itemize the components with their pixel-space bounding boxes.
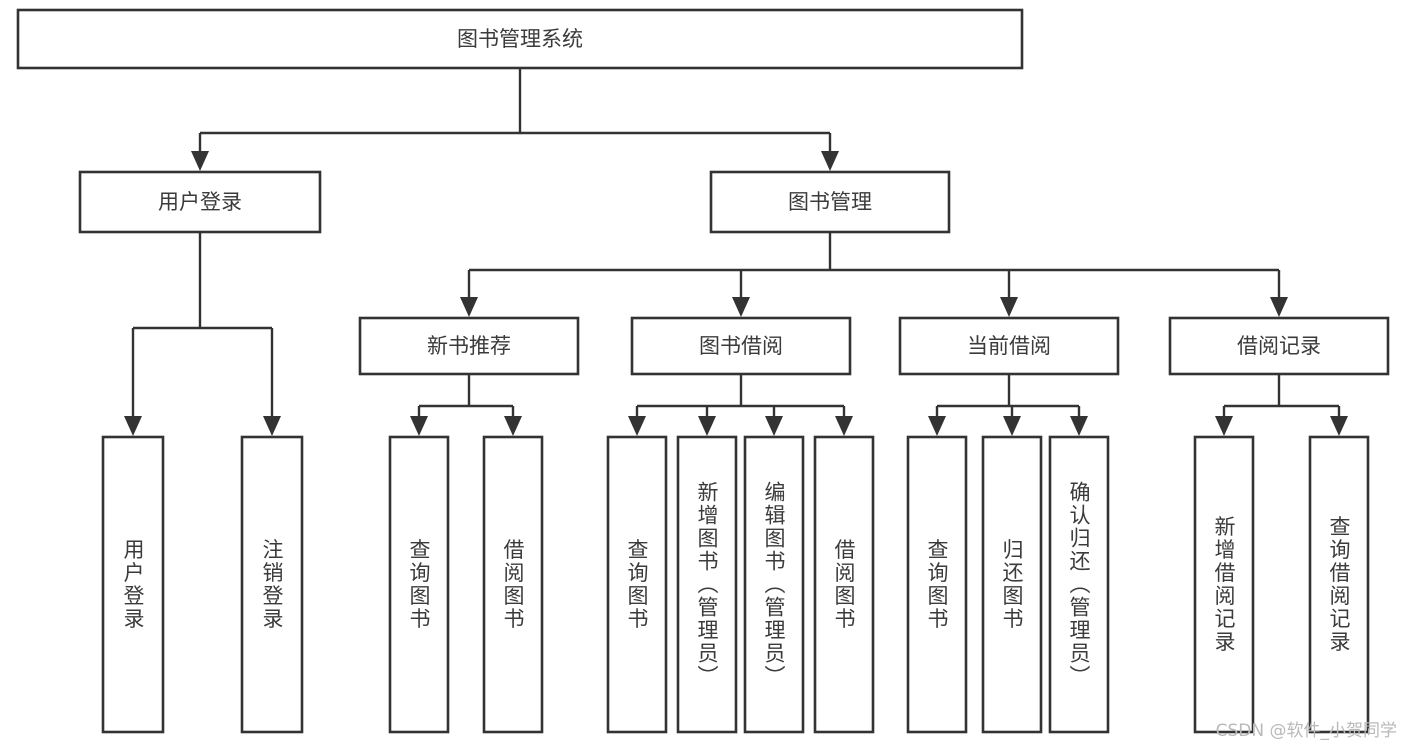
node-borrow-record[interactable]: 借阅记录 bbox=[1168, 316, 1390, 376]
node-label-book-manage: 图书管理 bbox=[788, 190, 872, 214]
node-box-leaf-query-record bbox=[1308, 435, 1370, 734]
node-book-manage[interactable]: 图书管理 bbox=[709, 170, 951, 234]
node-leaf-confirm-return[interactable]: 确认归还（管理员） bbox=[1048, 435, 1110, 734]
node-label-leaf-confirm-return: 确认归还（管理员） bbox=[1067, 481, 1091, 688]
node-box-leaf-return-book bbox=[981, 435, 1043, 734]
node-label-leaf-return-book: 归还图书 bbox=[1000, 539, 1024, 631]
node-label-leaf-query-book-3: 查询图书 bbox=[925, 539, 949, 631]
node-leaf-borrow-book-2[interactable]: 借阅图书 bbox=[813, 435, 875, 734]
node-label-leaf-query-book-1: 查询图书 bbox=[407, 539, 431, 631]
node-box-current-borrow bbox=[898, 316, 1120, 376]
edge-group bbox=[410, 374, 522, 436]
edge-group bbox=[628, 374, 853, 436]
node-label-leaf-edit-book: 编辑图书（管理员） bbox=[762, 481, 786, 688]
node-leaf-edit-book[interactable]: 编辑图书（管理员） bbox=[743, 435, 805, 734]
node-book-borrow[interactable]: 图书借阅 bbox=[630, 316, 852, 376]
node-box-leaf-borrow-book-1 bbox=[482, 435, 544, 734]
node-user-login[interactable]: 用户登录 bbox=[78, 170, 322, 234]
node-label-new-book-recommend: 新书推荐 bbox=[427, 334, 511, 358]
node-label-leaf-add-book: 新增图书（管理员） bbox=[695, 481, 719, 688]
connector-layer bbox=[124, 68, 1348, 436]
node-box-leaf-query-book-3 bbox=[906, 435, 968, 734]
node-box-leaf-borrow-book-2 bbox=[813, 435, 875, 734]
node-label-leaf-borrow-book-2: 借阅图书 bbox=[832, 539, 856, 631]
node-box-book-manage bbox=[709, 170, 951, 234]
node-box-leaf-query-book-2 bbox=[606, 435, 668, 734]
node-label-leaf-query-book-2: 查询图书 bbox=[625, 539, 649, 631]
node-box-leaf-user-login bbox=[101, 435, 165, 734]
node-label-leaf-query-record: 查询借阅记录 bbox=[1327, 516, 1351, 654]
node-box-root bbox=[16, 8, 1024, 70]
node-label-book-borrow: 图书借阅 bbox=[699, 334, 783, 358]
node-leaf-logout[interactable]: 注销登录 bbox=[240, 435, 304, 734]
node-leaf-return-book[interactable]: 归还图书 bbox=[981, 435, 1043, 734]
node-box-leaf-add-book bbox=[676, 435, 738, 734]
node-leaf-query-book-1[interactable]: 查询图书 bbox=[388, 435, 450, 734]
edge-group bbox=[460, 232, 1288, 317]
node-box-leaf-edit-book bbox=[743, 435, 805, 734]
node-label-leaf-add-record: 新增借阅记录 bbox=[1212, 516, 1236, 654]
node-new-book-recommend[interactable]: 新书推荐 bbox=[358, 316, 580, 376]
node-box-leaf-logout bbox=[240, 435, 304, 734]
node-leaf-add-book[interactable]: 新增图书（管理员） bbox=[676, 435, 738, 734]
node-label-leaf-user-login: 用户登录 bbox=[121, 539, 145, 631]
node-leaf-query-book-3[interactable]: 查询图书 bbox=[906, 435, 968, 734]
edge-group bbox=[1215, 374, 1348, 436]
edge-group bbox=[928, 374, 1088, 436]
node-box-leaf-confirm-return bbox=[1048, 435, 1110, 734]
node-leaf-query-record[interactable]: 查询借阅记录 bbox=[1308, 435, 1370, 734]
node-label-leaf-borrow-book-1: 借阅图书 bbox=[501, 539, 525, 631]
node-layer: 图书管理系统用户登录图书管理新书推荐图书借阅当前借阅借阅记录用户登录注销登录查询… bbox=[16, 8, 1390, 734]
node-box-borrow-record bbox=[1168, 316, 1390, 376]
node-box-book-borrow bbox=[630, 316, 852, 376]
node-leaf-add-record[interactable]: 新增借阅记录 bbox=[1193, 435, 1255, 734]
node-leaf-query-book-2[interactable]: 查询图书 bbox=[606, 435, 668, 734]
node-root[interactable]: 图书管理系统 bbox=[16, 8, 1024, 70]
node-box-leaf-add-record bbox=[1193, 435, 1255, 734]
edge-group bbox=[191, 68, 839, 171]
node-box-user-login bbox=[78, 170, 322, 234]
node-current-borrow[interactable]: 当前借阅 bbox=[898, 316, 1120, 376]
node-label-current-borrow: 当前借阅 bbox=[967, 334, 1051, 358]
node-label-borrow-record: 借阅记录 bbox=[1237, 334, 1321, 358]
node-label-root: 图书管理系统 bbox=[457, 27, 583, 51]
node-label-user-login: 用户登录 bbox=[158, 190, 242, 214]
node-label-leaf-logout: 注销登录 bbox=[260, 539, 284, 631]
node-box-leaf-query-book-1 bbox=[388, 435, 450, 734]
edge-group bbox=[124, 232, 281, 436]
node-leaf-user-login[interactable]: 用户登录 bbox=[101, 435, 165, 734]
node-leaf-borrow-book-1[interactable]: 借阅图书 bbox=[482, 435, 544, 734]
node-box-new-book-recommend bbox=[358, 316, 580, 376]
